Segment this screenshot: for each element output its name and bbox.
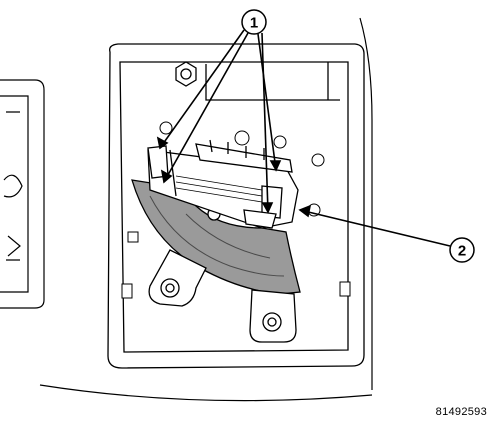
dash-contour bbox=[39, 17, 373, 402]
callout-1-label: 1 bbox=[250, 15, 258, 32]
connector-housing bbox=[147, 139, 299, 229]
figure-id: 81492593 bbox=[435, 406, 487, 418]
top-bolt bbox=[175, 61, 197, 87]
mounting-brackets bbox=[148, 249, 297, 343]
callout-2-label: 2 bbox=[458, 243, 466, 260]
callout-1: 1 bbox=[156, 9, 282, 214]
mounting-panel bbox=[107, 43, 365, 369]
callout-2: 2 bbox=[298, 204, 475, 263]
left-bezel bbox=[0, 79, 45, 309]
